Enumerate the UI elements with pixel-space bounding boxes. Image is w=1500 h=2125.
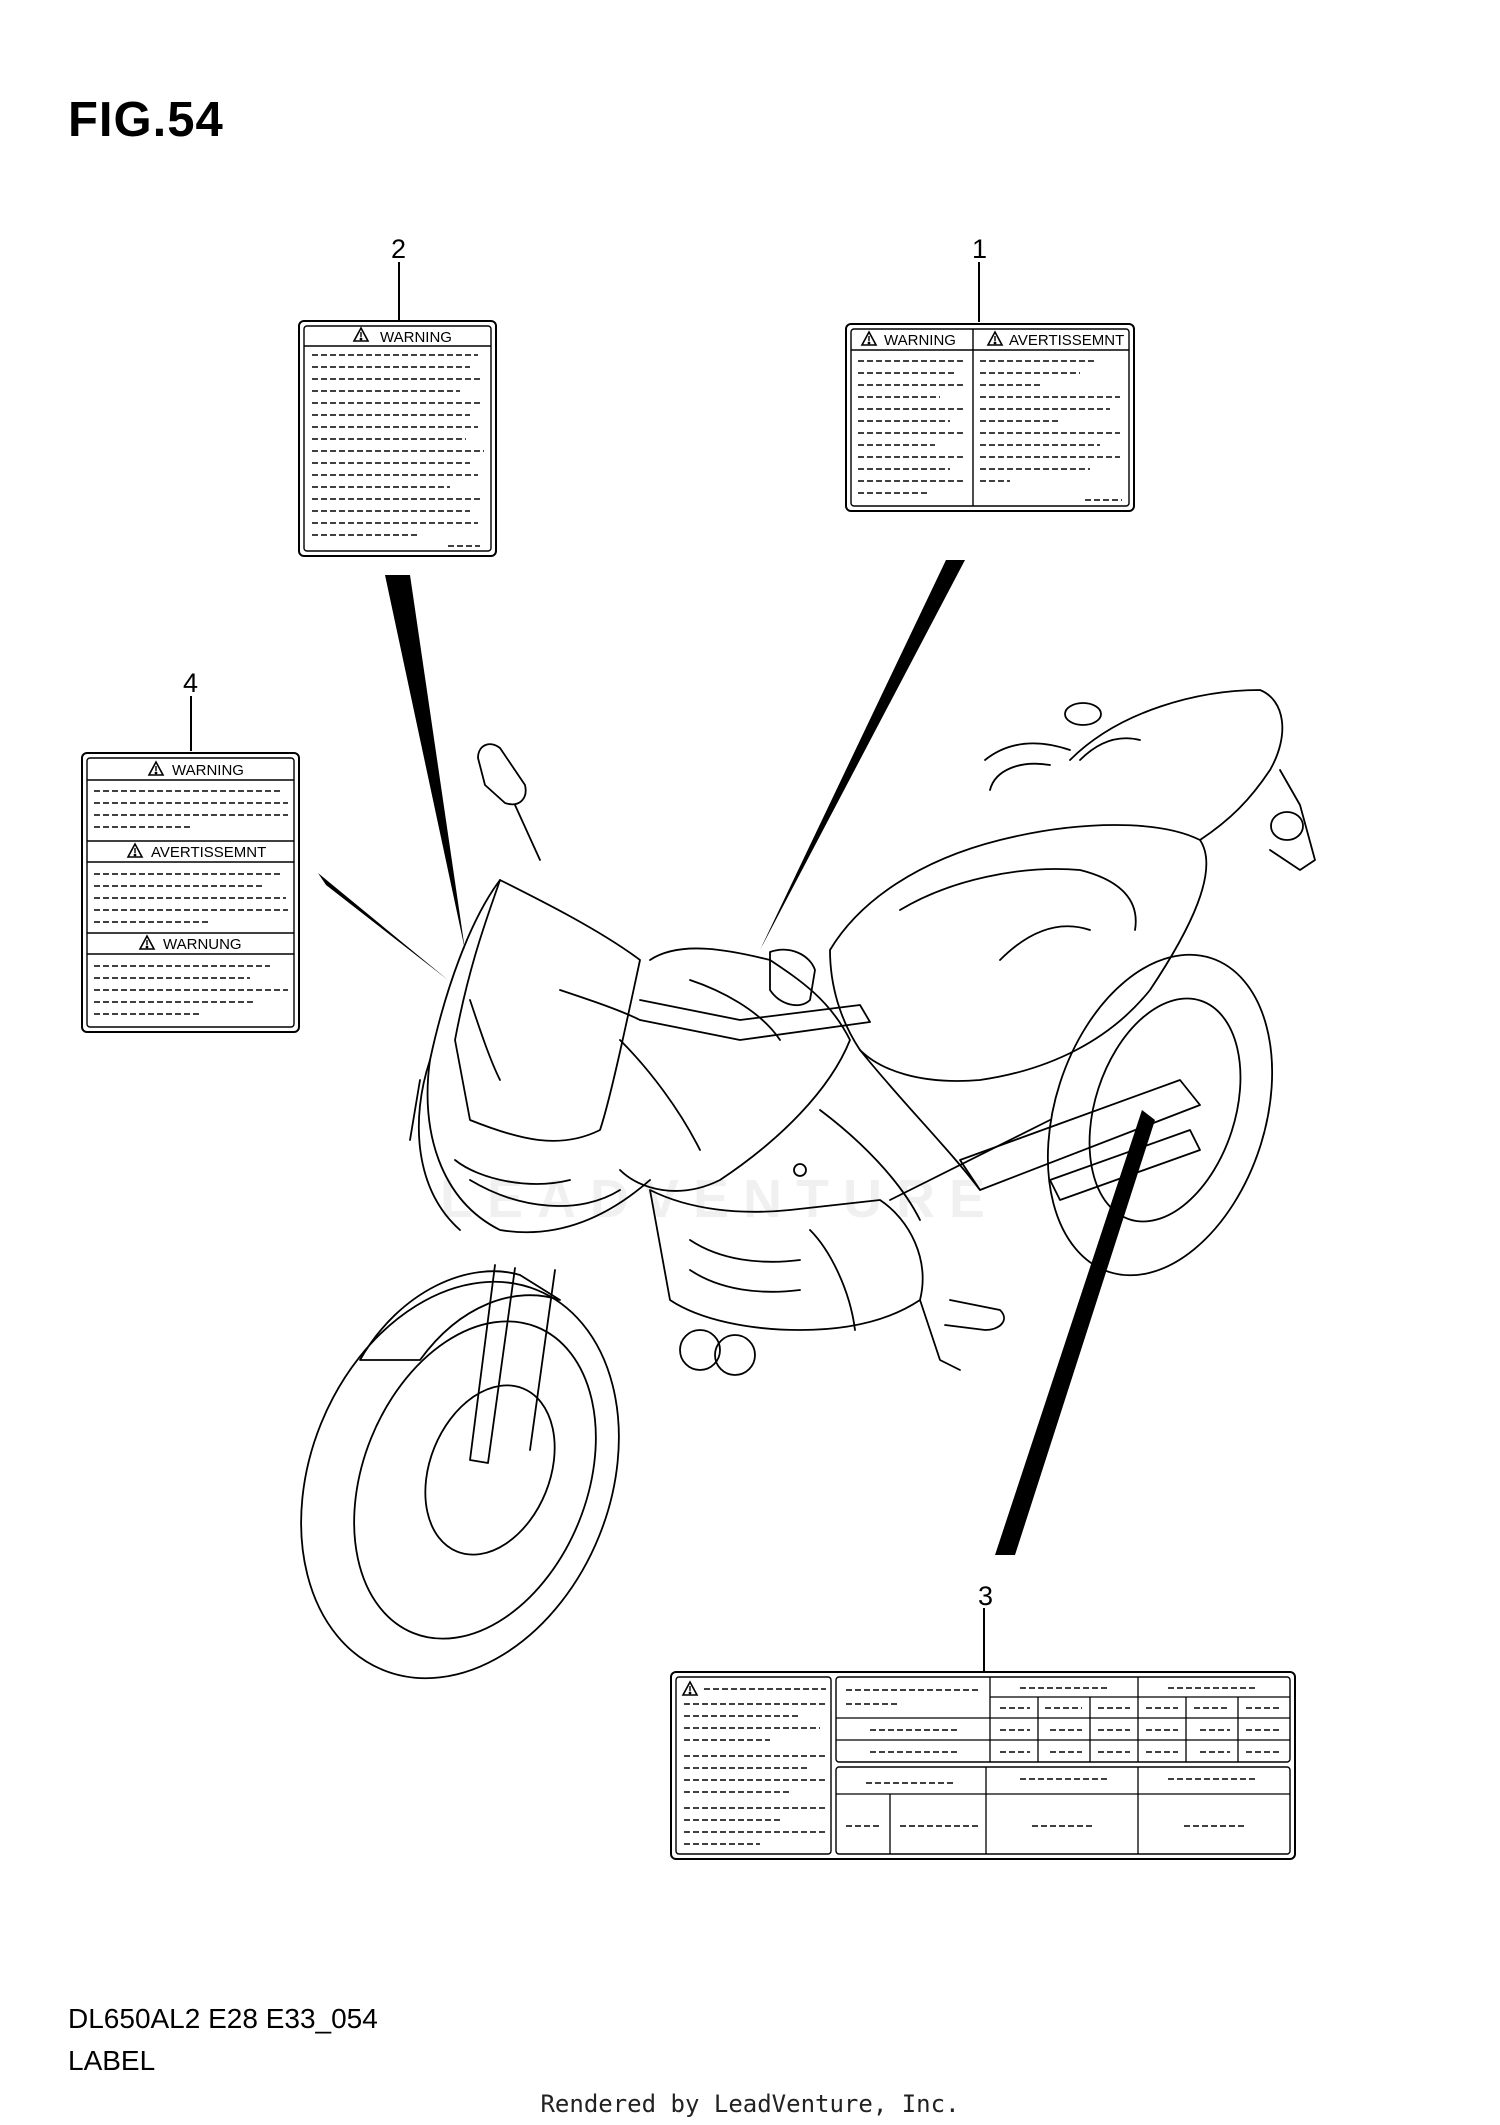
label-1-heading-1: WARNING <box>884 332 956 349</box>
label-4-heading-3: WARNUNG <box>163 936 242 953</box>
label-3 <box>670 1671 1296 1860</box>
callout-3: 3 <box>978 1581 994 1611</box>
callout-4: 4 <box>183 668 199 698</box>
label-4-heading-1: WARNING <box>172 762 244 779</box>
figure-section: LABEL <box>68 2045 156 2076</box>
label-1-heading-2: AVERTISSEMNT <box>1009 332 1124 349</box>
label-2-heading: WARNING <box>380 329 452 346</box>
label-4 <box>81 752 300 1033</box>
render-credit: Rendered by LeadVenture, Inc. <box>540 2090 960 2118</box>
figure-code: DL650AL2 E28 E33_054 <box>68 2003 378 2034</box>
callout-2: 2 <box>391 234 407 264</box>
callout-1: 1 <box>972 234 988 264</box>
label-4-heading-2: AVERTISSEMNT <box>151 844 266 861</box>
figure-title: FIG.54 <box>68 93 224 147</box>
watermark: LEADVENTURE <box>440 1169 1000 1229</box>
motorcycle-drawing <box>300 689 1316 1680</box>
callout-leaders <box>190 262 985 1672</box>
label-1 <box>845 323 1135 512</box>
pointer-wedges <box>318 560 1155 1555</box>
label-2 <box>298 320 497 557</box>
